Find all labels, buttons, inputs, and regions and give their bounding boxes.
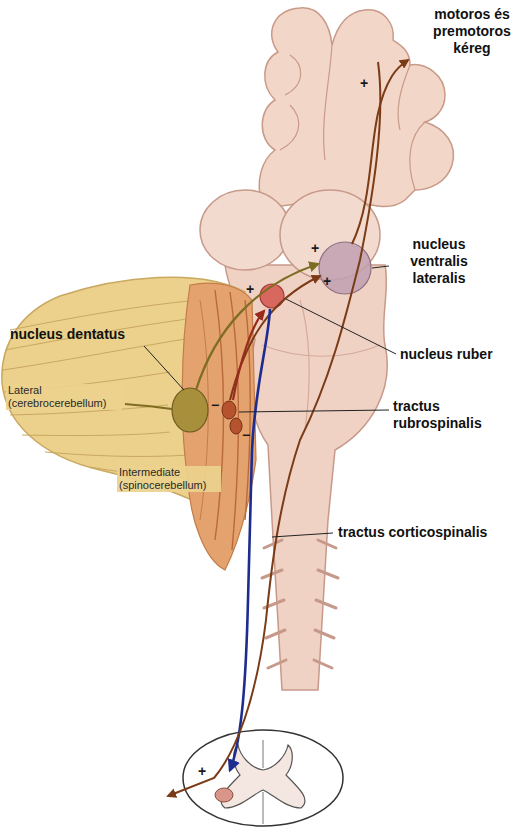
corticospinal-tract — [168, 62, 380, 796]
cerebellum — [215, 290, 250, 550]
cortex — [259, 8, 453, 207]
cortex — [280, 105, 299, 150]
brainstem — [300, 300, 309, 430]
sign-label: + — [246, 282, 254, 296]
sign-label: + — [323, 274, 331, 288]
region-label: Intermediate (spinocerebellum) — [117, 466, 221, 492]
sign-label: − — [211, 398, 219, 412]
spinal-cord-section — [215, 788, 233, 802]
structure-label: tractus corticospinalis — [338, 524, 487, 541]
cortex — [285, 55, 301, 95]
spinal-cord-section — [183, 730, 343, 826]
spinal-cord-section — [183, 730, 343, 826]
red-nucleus — [260, 284, 284, 308]
sign-label: + — [360, 76, 368, 90]
cerebellum — [3, 338, 192, 370]
leader-lines — [372, 266, 389, 268]
sign-label: + — [311, 241, 319, 255]
sign-label: − — [242, 428, 250, 442]
interposed-nucleus — [230, 418, 242, 434]
region-label: motoros és premotoros kéreg — [418, 6, 526, 56]
brainstem — [262, 345, 380, 356]
dentate-nucleus — [172, 388, 208, 432]
cortex — [324, 45, 332, 160]
brainstem — [314, 540, 338, 668]
structure-label: nucleus ruber — [400, 346, 493, 363]
leader-lines — [144, 266, 396, 537]
structure-label: nucleus dentatus — [10, 326, 125, 343]
cerebellum — [5, 318, 195, 350]
leader-lines — [239, 410, 389, 412]
leader-lines — [272, 533, 333, 537]
leader-lines — [286, 299, 396, 354]
cortex — [259, 8, 453, 207]
cortex — [398, 65, 410, 130]
cerebellum — [2, 277, 256, 570]
interpositothalamic-tract — [230, 276, 320, 400]
cerebellum — [10, 300, 200, 330]
brainstem — [200, 190, 290, 270]
structure-label: tractus rubrospinalis — [393, 398, 513, 432]
interposed-nucleus — [222, 401, 236, 419]
dentatothalamic-tract — [196, 264, 318, 390]
cerebellar-input — [125, 404, 172, 409]
cortex — [410, 122, 425, 190]
spinal-cord-section — [263, 740, 264, 824]
cerebellum — [22, 432, 170, 436]
structure-label: nucleus ventralis lateralis — [393, 236, 485, 286]
cerebellum — [45, 452, 190, 456]
leader-lines — [144, 346, 184, 390]
sign-label: + — [198, 764, 206, 778]
vl-nucleus — [319, 242, 371, 294]
region-label: Lateral (cerebrocerebellum) — [6, 384, 122, 410]
